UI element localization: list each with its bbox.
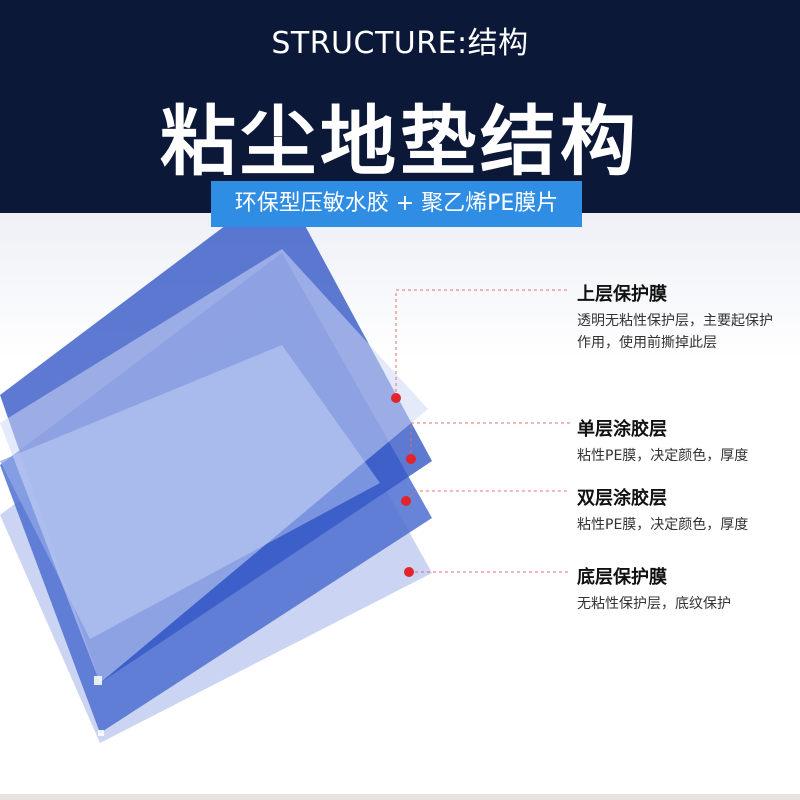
layer-description: 粘性PE膜，决定颜色，厚度 bbox=[577, 448, 749, 464]
structure-diagram bbox=[0, 213, 800, 800]
leader-line-single-adhesive bbox=[410, 422, 570, 459]
marker-dot-bottom-film bbox=[404, 567, 414, 577]
structure-subtitle: STRUCTURE:结构 bbox=[271, 26, 529, 61]
layer-sheet-top-film bbox=[0, 249, 428, 683]
header-bar: STRUCTURE:结构 粘尘地垫结构 bbox=[0, 0, 800, 213]
layer-label-single-adhesive: 单层涂胶层 粘性PE膜，决定颜色，厚度 bbox=[577, 415, 748, 467]
layer-label-top-film: 上层保护膜 透明无粘性保护层，主要起保护作用，使用前撕掉此层 bbox=[577, 280, 777, 354]
marker-dot-single-adhesive bbox=[406, 454, 416, 464]
corner-mark bbox=[94, 676, 102, 685]
marker-dot-double-adhesive bbox=[401, 496, 411, 506]
layer-title: 单层涂胶层 bbox=[577, 419, 667, 440]
page-title: 粘尘地垫结构 bbox=[160, 97, 640, 186]
leader-line-top-film bbox=[395, 289, 570, 398]
layer-title: 上层保护膜 bbox=[577, 284, 667, 305]
layer-label-bottom-film: 底层保护膜 无粘性保护层，底纹保护 bbox=[577, 563, 731, 615]
corner-mark bbox=[98, 730, 104, 736]
layer-title: 底层保护膜 bbox=[577, 567, 667, 588]
marker-dot-top-film bbox=[391, 393, 401, 403]
layer-description: 透明无粘性保护层，主要起保护作用，使用前撕掉此层 bbox=[577, 313, 773, 351]
material-banner: 环保型压敏水胶 + 聚乙烯PE膜片 bbox=[211, 181, 582, 227]
layer-illustration bbox=[0, 213, 570, 743]
layer-title: 双层涂胶层 bbox=[577, 488, 667, 509]
layer-label-double-adhesive: 双层涂胶层 粘性PE膜，决定颜色，厚度 bbox=[577, 484, 748, 536]
bottom-strip bbox=[0, 794, 800, 800]
leader-line-double-adhesive bbox=[405, 490, 570, 502]
layer-description: 粘性PE膜，决定颜色，厚度 bbox=[577, 517, 749, 533]
layer-description: 无粘性保护层，底纹保护 bbox=[577, 596, 731, 612]
